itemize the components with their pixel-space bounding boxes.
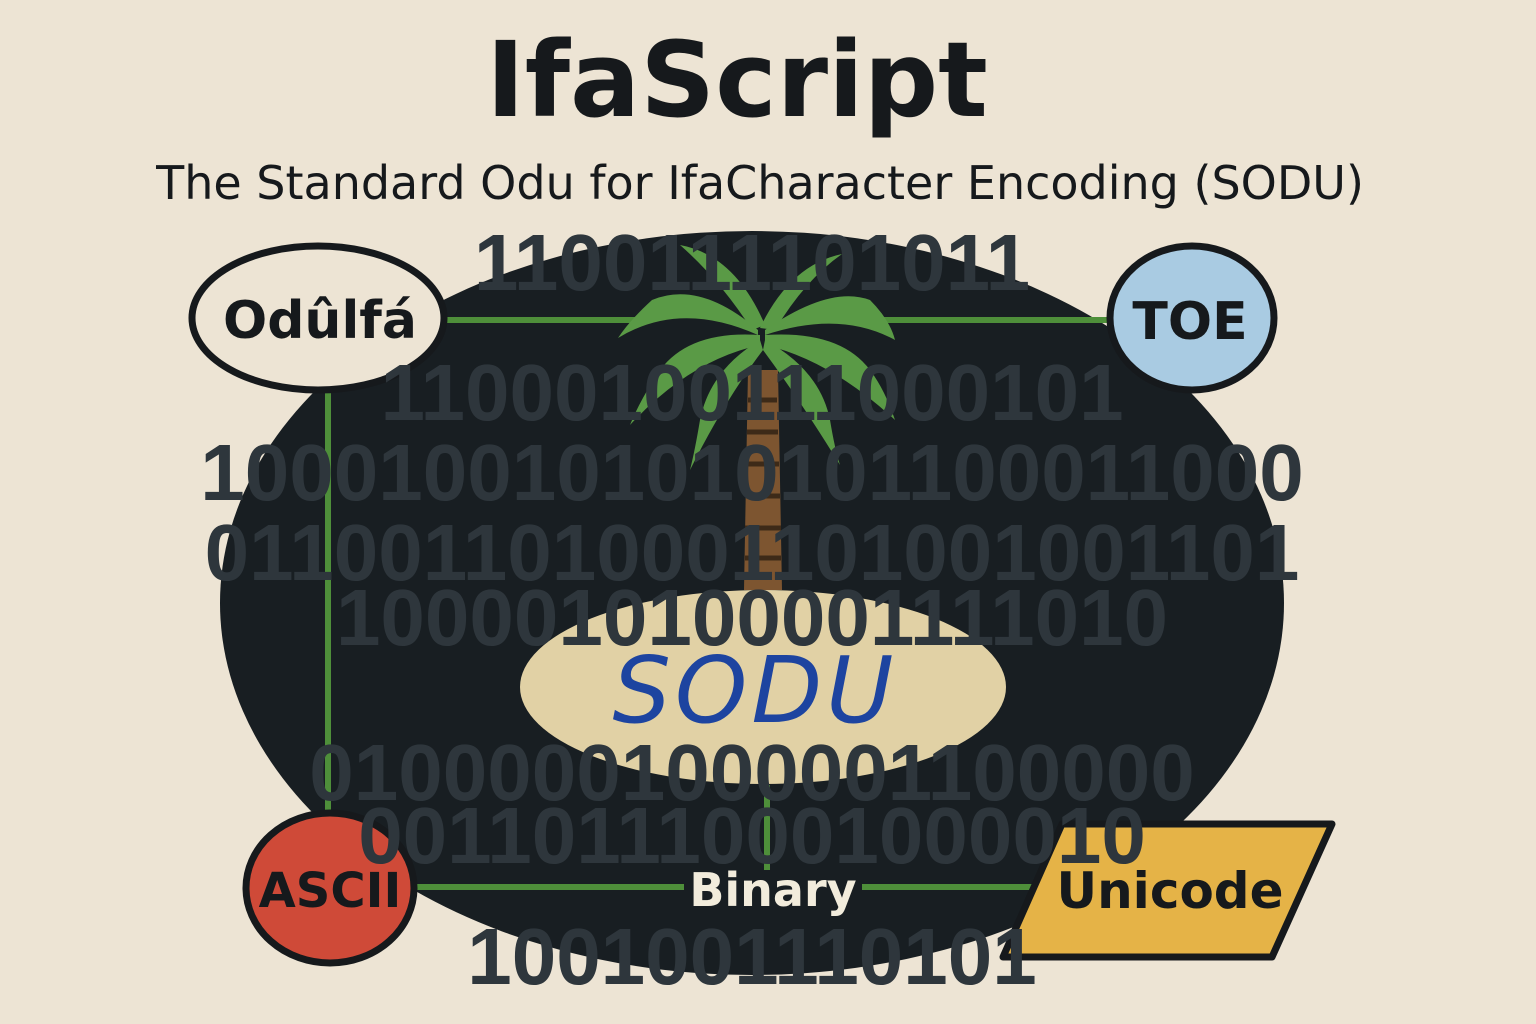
binary-row: 0110011010001101001001101	[205, 508, 1300, 597]
binary-row: 01000001000001100000	[309, 728, 1194, 817]
binary-row: 1001001110101	[467, 912, 1037, 1001]
binary-background: 1100111101011 11000100111000101 10001001…	[200, 218, 1303, 1001]
binary-row: 1100111101011	[474, 218, 1030, 307]
binary-row: 1000100101010101100011000	[200, 428, 1303, 517]
unicode-label: Unicode	[1056, 862, 1283, 920]
unicode-node[interactable]: Unicode	[999, 820, 1336, 961]
binary-label: Binary	[689, 863, 856, 917]
toe-label: TOE	[1132, 292, 1247, 352]
binary-row: 1000010100001111010	[336, 573, 1168, 662]
odu-ifa-node[interactable]: Odûlfá	[188, 242, 448, 394]
odu-ifa-label: Odûlfá	[223, 291, 417, 351]
palm-tree-icon	[618, 245, 895, 590]
ascii-label: ASCII	[259, 863, 402, 919]
sodu-label: SODU	[613, 637, 898, 744]
page-title: IfaScript	[486, 19, 988, 141]
connectors	[325, 317, 1112, 890]
sodu-node[interactable]	[520, 590, 1006, 784]
binary-row: 11000100111000101	[380, 348, 1123, 437]
toe-node[interactable]: TOE	[1106, 242, 1278, 394]
ascii-node[interactable]: ASCII	[242, 809, 418, 967]
binary-row: 001101110001000010	[358, 791, 1146, 880]
page-subtitle: The Standard Odu for IfaCharacter Encodi…	[155, 156, 1364, 210]
